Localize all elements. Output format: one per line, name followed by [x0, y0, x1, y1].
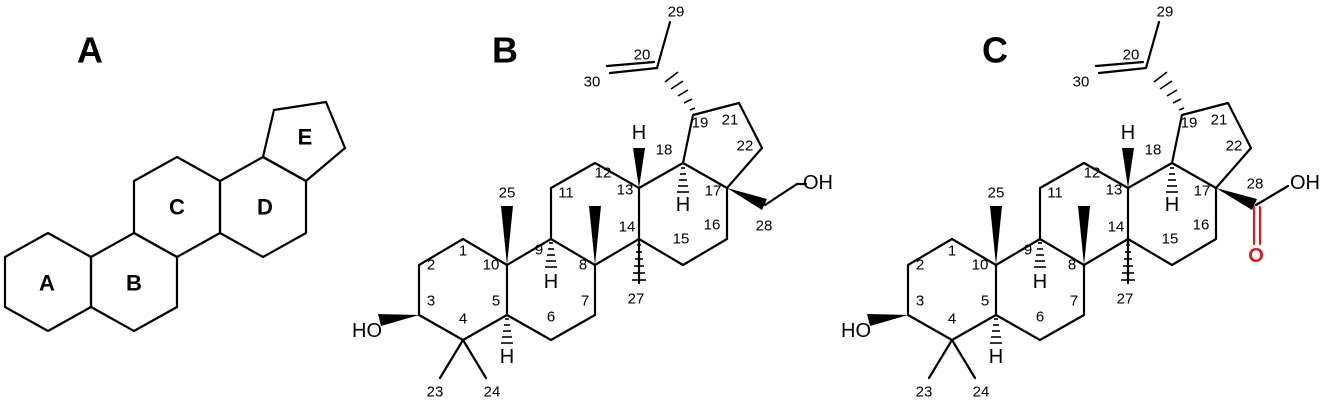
panel-c: C — [841, 4, 1320, 401]
num-1: 1 — [948, 243, 956, 260]
num-18: 18 — [656, 142, 673, 159]
num-14: 14 — [1108, 219, 1125, 236]
num-8: 8 — [579, 257, 587, 274]
num-9: 9 — [535, 242, 543, 259]
h18-label: H — [1165, 194, 1179, 216]
num-29: 29 — [668, 4, 685, 21]
num-13: 13 — [617, 182, 634, 199]
num-23: 23 — [427, 384, 444, 401]
num-13: 13 — [1106, 182, 1123, 199]
panel-a-label: A — [77, 30, 103, 71]
num-20: 20 — [1123, 47, 1140, 64]
panel-b-wedges — [378, 148, 767, 326]
panel-c-bonds — [906, 20, 1290, 380]
ring-label-a: A — [39, 271, 55, 296]
panel-b-label: B — [492, 30, 518, 71]
hydroxyl-28-label: OH — [803, 172, 833, 194]
num-7: 7 — [581, 293, 589, 310]
num-18: 18 — [1145, 142, 1162, 159]
num-27: 27 — [1117, 291, 1134, 308]
ring-label-d: D — [257, 195, 273, 220]
panel-c-carbon-numbers: 1 2 3 4 5 6 7 8 9 10 11 12 13 14 15 16 1… — [916, 4, 1264, 401]
num-24: 24 — [973, 384, 990, 401]
num-7: 7 — [1070, 293, 1078, 310]
num-25: 25 — [499, 185, 516, 202]
panel-c-atom-labels: HO H H H H OH O — [841, 122, 1320, 368]
num-27: 27 — [628, 291, 645, 308]
ring-label-e: E — [298, 125, 313, 150]
num-11: 11 — [558, 185, 574, 202]
num-16: 16 — [704, 217, 721, 234]
panel-b-atom-labels: HO H H H H OH — [352, 122, 833, 368]
num-22: 22 — [737, 138, 754, 155]
num-30: 30 — [584, 74, 601, 91]
panel-b-hashes — [501, 71, 696, 344]
num-19: 19 — [692, 115, 709, 132]
num-28: 28 — [756, 218, 773, 235]
num-3: 3 — [916, 293, 924, 310]
ring-label-c: C — [169, 195, 185, 220]
num-25: 25 — [988, 185, 1005, 202]
num-20: 20 — [634, 47, 651, 64]
h5-label: H — [500, 346, 514, 368]
num-2: 2 — [916, 257, 924, 274]
num-19: 19 — [1181, 115, 1198, 132]
panel-c-label: C — [982, 30, 1008, 71]
h18-label: H — [676, 194, 690, 216]
num-17: 17 — [705, 183, 722, 200]
num-16: 16 — [1193, 217, 1210, 234]
h9-label: H — [1033, 271, 1047, 293]
num-4: 4 — [459, 311, 467, 328]
num-23: 23 — [916, 384, 933, 401]
panel-b-carbon-numbers: 1 2 3 4 5 6 7 8 9 10 11 12 13 14 15 16 1… — [427, 4, 773, 401]
num-4: 4 — [948, 311, 956, 328]
carbonyl-oxygen-label: O — [1248, 245, 1264, 267]
h13-label: H — [632, 122, 646, 144]
num-11: 11 — [1047, 185, 1063, 202]
num-6: 6 — [547, 309, 555, 326]
num-10: 10 — [972, 257, 989, 274]
ring-label-b: B — [126, 271, 142, 296]
num-2: 2 — [427, 257, 435, 274]
num-15: 15 — [673, 231, 690, 248]
num-5: 5 — [492, 293, 500, 310]
num-29: 29 — [1157, 4, 1174, 21]
num-15: 15 — [1162, 231, 1179, 248]
hydroxyl-3-label: HO — [841, 320, 871, 342]
num-3: 3 — [427, 293, 435, 310]
num-5: 5 — [981, 293, 989, 310]
num-12: 12 — [595, 165, 612, 182]
panel-a-ring-bonds — [3, 100, 347, 333]
num-14: 14 — [619, 219, 636, 236]
num-12: 12 — [1084, 165, 1101, 182]
panel-c-wedges — [867, 148, 1257, 326]
hydroxyl-3-label: HO — [352, 320, 382, 342]
h13-label: H — [1121, 122, 1135, 144]
num-8: 8 — [1068, 257, 1076, 274]
panel-b: B — [352, 4, 833, 401]
num-6: 6 — [1036, 309, 1044, 326]
num-21: 21 — [722, 112, 739, 129]
num-24: 24 — [484, 384, 501, 401]
num-9: 9 — [1024, 242, 1032, 259]
num-22: 22 — [1226, 138, 1243, 155]
num-1: 1 — [459, 243, 467, 260]
h9-label: H — [544, 271, 558, 293]
num-10: 10 — [483, 257, 500, 274]
carboxyl-oh-label: OH — [1290, 172, 1320, 194]
panel-c-hashes — [990, 71, 1185, 344]
num-17: 17 — [1194, 183, 1211, 200]
num-30: 30 — [1073, 74, 1090, 91]
panel-a: A A B C D E — [3, 30, 347, 333]
num-21: 21 — [1211, 112, 1228, 129]
h5-label: H — [989, 346, 1003, 368]
num-28: 28 — [1247, 176, 1264, 193]
